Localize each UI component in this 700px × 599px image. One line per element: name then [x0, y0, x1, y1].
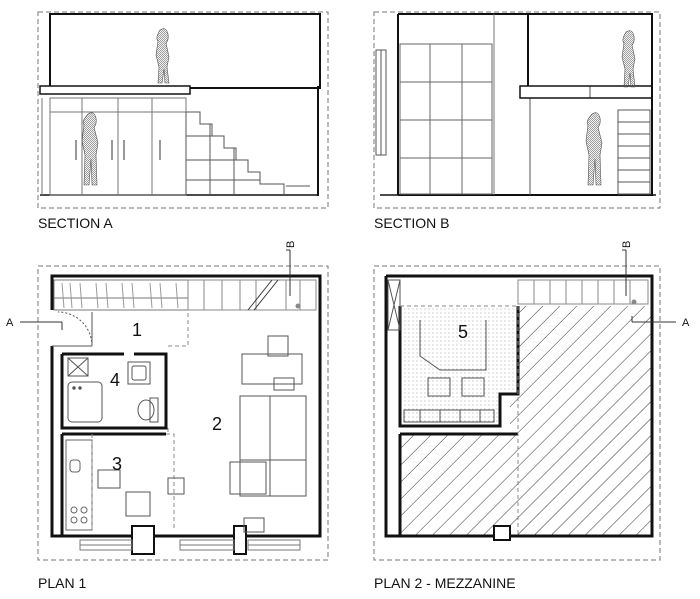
- section-b-slab: [519, 85, 653, 99]
- section-b-caption: SECTION B: [374, 215, 450, 231]
- section-b-frame: [373, 11, 661, 209]
- plan-2-dashed-lines: [400, 305, 519, 536]
- plan-1-room-number-3: 3: [112, 454, 122, 474]
- plan-1-drawing: [37, 265, 329, 561]
- plan-1-frame: [37, 265, 329, 561]
- plan-2-drawing: [373, 265, 661, 561]
- plan-2-stair: [517, 279, 649, 305]
- section-a-stair: [185, 111, 310, 195]
- plan-2-section-a-label: A: [682, 317, 690, 329]
- plan-2-void-upper: [510, 306, 652, 536]
- plan-2-section-b-label: B: [621, 241, 633, 248]
- plan-1-section-b-label: B: [285, 241, 297, 248]
- plan-1-room-number-2: 2: [212, 414, 222, 434]
- section-a-mezzanine-room: [49, 13, 321, 89]
- plan-1-bathroom-fixtures: [67, 357, 159, 423]
- plan-1-room-number-4: 4: [110, 370, 120, 390]
- plan-1-bathroom-walls: [60, 352, 168, 430]
- section-b-drawing: [373, 11, 661, 209]
- plan-2-walls: [384, 274, 654, 538]
- section-a-wardrobe: [41, 97, 187, 196]
- plan-1-section-a-marker: [20, 321, 63, 330]
- plan-1-windows: [79, 539, 301, 551]
- section-b-stair: [617, 109, 651, 195]
- section-a-drawing: [37, 11, 329, 209]
- plan-2-void-lower: [400, 434, 518, 536]
- plan-1-walls: [50, 274, 322, 538]
- plan-2-section-a-marker: [631, 316, 676, 323]
- plan-1-mezzanine-outline: [91, 310, 189, 530]
- section-a-caption: SECTION A: [38, 215, 113, 231]
- section-b-figure-lower: [585, 112, 603, 186]
- plan-1-section-a-label: A: [6, 317, 14, 329]
- plan-2-front-pier: [493, 525, 511, 541]
- plan-1-room-number-1: 1: [132, 320, 142, 340]
- plan-2-frame: [373, 265, 661, 561]
- section-a-slab: [39, 85, 191, 95]
- plan-1-stair: [187, 279, 317, 311]
- plan-1-living: [229, 335, 307, 533]
- plan-2-bed: [403, 320, 495, 423]
- plan-1-dining: [97, 469, 185, 517]
- plan-2-room-number-5: 5: [458, 322, 468, 342]
- plan-2-caption: PLAN 2 - MEZZANINE: [374, 575, 516, 591]
- plan-2-section-b-marker: [622, 249, 627, 296]
- section-a-figure-lower: [81, 112, 99, 186]
- plan-1-entrance-door: [52, 311, 93, 347]
- section-a-figure-upper: [155, 28, 170, 84]
- section-b-window: [375, 49, 387, 156]
- plan-2-wardrobe: [387, 279, 401, 331]
- plan-1-caption: PLAN 1: [38, 575, 87, 591]
- plan-1-section-b-marker: [286, 249, 291, 296]
- plan-1-piers: [131, 525, 247, 555]
- section-b-figure-upper: [621, 30, 636, 88]
- section-a-frame: [37, 11, 329, 209]
- plan-1-wardrobe: [53, 279, 189, 311]
- plan-1-kitchen-counter: [65, 439, 93, 531]
- plan-1-kitchen-walls: [60, 432, 166, 536]
- section-b-shelving: [399, 43, 493, 195]
